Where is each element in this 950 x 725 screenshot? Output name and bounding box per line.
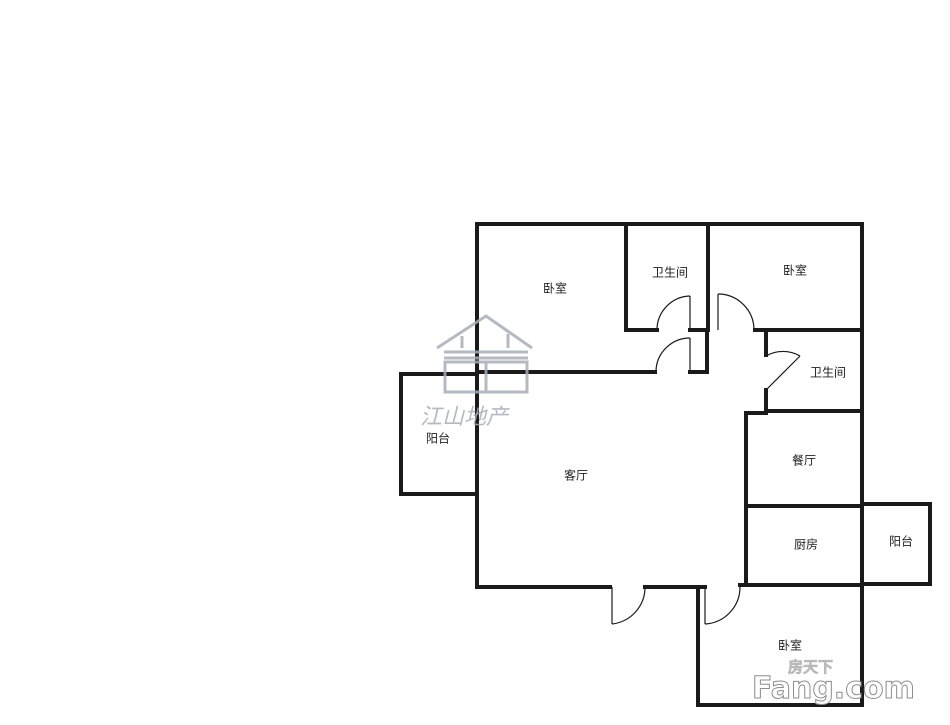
agency-watermark: 江山地产 [420, 314, 533, 430]
room-labels: 卧室 卫生间 卧室 卫生间 阳台 客厅 餐厅 厨房 阳台 卧室 [426, 263, 913, 653]
site-watermark-cn: 房天下 [788, 658, 833, 676]
site-watermark: 房天下 Fang.com [752, 658, 916, 707]
label-bedroom-top-left: 卧室 [543, 281, 567, 296]
label-balcony-right: 阳台 [889, 534, 913, 549]
label-bathroom-top: 卫生间 [652, 266, 688, 280]
door-bedroom-top-left [655, 337, 691, 373]
walls [399, 222, 932, 707]
agency-watermark-text: 江山地产 [420, 405, 510, 430]
door-entrance [611, 586, 646, 625]
house-logo-icon [436, 314, 533, 394]
bathroom-right-left-wall-2 [764, 388, 864, 413]
doors [611, 293, 801, 625]
site-watermark-en: Fang.com [752, 671, 915, 706]
outer-wall-top [475, 222, 864, 587]
label-bedroom-top-right: 卧室 [783, 263, 807, 278]
door-bathroom-top [656, 295, 691, 331]
label-bedroom-bottom: 卧室 [778, 638, 802, 653]
door-bedroom-top-right [717, 293, 755, 331]
label-balcony-left: 阳台 [426, 431, 450, 446]
balcony-right-walls [860, 502, 932, 586]
bedroom-bottom-walls [696, 583, 864, 707]
door-bedroom-bottom [704, 586, 741, 625]
label-living-room: 客厅 [564, 468, 588, 483]
door-bathroom-right [765, 350, 801, 391]
bathroom-top-left-wall [624, 222, 659, 332]
label-bathroom-right: 卫生间 [810, 366, 846, 380]
label-dining-room: 餐厅 [792, 453, 816, 468]
label-kitchen: 厨房 [794, 537, 818, 552]
balcony-left-walls [399, 372, 479, 496]
